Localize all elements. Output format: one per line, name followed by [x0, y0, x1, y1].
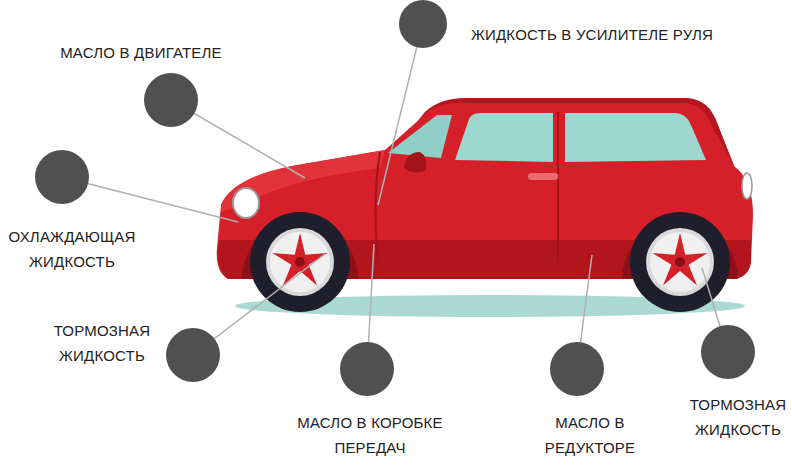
callout-label: ЖИДКОСТЬ В УСИЛИТЕЛЕ РУЛЯ: [447, 22, 737, 47]
wheel-hub: [295, 257, 305, 267]
rim: [270, 232, 330, 292]
callout-dot: [399, 0, 447, 48]
leader-lines: [62, 22, 728, 369]
tyre: [630, 212, 730, 312]
windshield: [388, 115, 452, 158]
rim: [650, 232, 710, 292]
rim: [266, 228, 334, 296]
tyre: [250, 212, 350, 312]
callout-label: МАСЛО В РЕДУКТОРЕ: [530, 410, 650, 460]
door-handle: [528, 173, 558, 180]
leader-line: [378, 22, 423, 205]
side-mirror: [404, 152, 426, 173]
callout-label: ТОРМОЗНАЯ ЖИДКОСТЬ: [46, 318, 158, 368]
door-line: [375, 152, 380, 262]
callout-dot: [166, 328, 220, 382]
callout-dot: [340, 342, 394, 396]
callout-label: ОХЛАЖДАЮЩАЯ ЖИДКОСТЬ: [4, 224, 140, 274]
callout-dot: [35, 150, 89, 204]
leader-line: [62, 177, 238, 222]
rim: [646, 228, 714, 296]
headlight: [233, 188, 259, 218]
callout-label: ТОРМОЗНАЯ ЖИДКОСТЬ: [688, 392, 788, 442]
wheels: [250, 212, 730, 312]
callout-dot: [550, 342, 604, 396]
callout-dots: [35, 0, 755, 396]
callout-dot: [144, 73, 198, 127]
door-line: [557, 112, 559, 262]
callout-dot: [701, 325, 755, 379]
wheel-spokes: [652, 233, 707, 285]
wheel-hub: [675, 257, 685, 267]
callout-label: МАСЛО В ДВИГАТЕЛЕ: [41, 40, 241, 65]
front-window: [455, 113, 553, 162]
callout-label: МАСЛО В КОРОБКЕ ПЕРЕДАЧ: [275, 410, 465, 460]
tail-light: [742, 173, 752, 199]
rear-window: [565, 113, 706, 162]
